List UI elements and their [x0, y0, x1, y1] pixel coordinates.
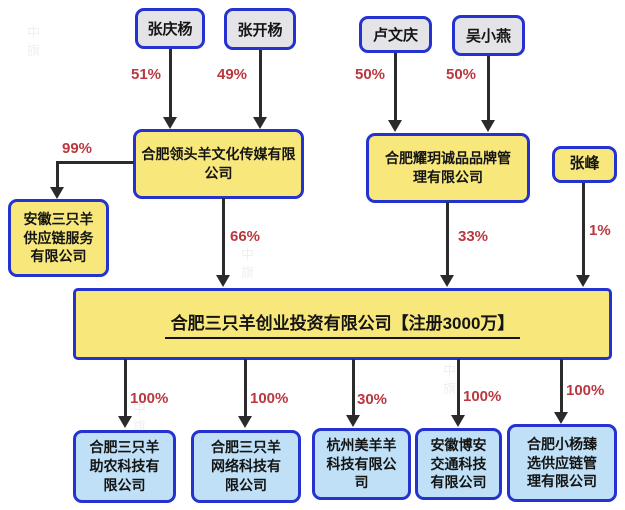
- ownership-pct: 100%: [250, 390, 289, 407]
- shareholder-node-2: 张开杨: [224, 8, 296, 50]
- arrow-line: [56, 161, 59, 189]
- shareholder-node-3: 卢文庆: [359, 16, 432, 53]
- shareholder-node-1: 张庆杨: [135, 8, 205, 49]
- company-name: 合肥耀玥诚品品牌管 理有限公司: [385, 150, 511, 185]
- main-company-name: 合肥三只羊创业投资有限公司【注册3000万】: [164, 309, 521, 339]
- ownership-pct: 99%: [62, 140, 93, 157]
- company-name: 合肥三只羊 助农科技有 限公司: [89, 439, 160, 493]
- arrow-line: [487, 56, 490, 121]
- company-node-anhui-sanzhiyang: 安徽三只羊 供应链服务 有限公司: [8, 199, 109, 277]
- company-node-lingtouyang: 合肥领头羊文化传媒有限 公司: [133, 129, 304, 199]
- company-node-yaoyuecheng: 合肥耀玥诚品品牌管 理有限公司: [366, 133, 530, 203]
- company-name: 合肥领头羊文化传媒有限 公司: [141, 146, 296, 181]
- arrow-head: [216, 275, 230, 287]
- ownership-pct: 1%: [589, 222, 611, 239]
- shareholder-node-5: 张峰: [552, 146, 617, 183]
- arrow-line: [394, 53, 397, 121]
- ownership-pct: 100%: [130, 390, 169, 407]
- ownership-pct: 50%: [355, 66, 386, 83]
- arrow-line: [259, 50, 262, 119]
- arrow-head: [238, 416, 252, 428]
- arrow-head: [163, 117, 177, 129]
- company-name: 安徽博安 交通科技 有限公司: [430, 436, 487, 491]
- arrow-head: [50, 187, 64, 199]
- ownership-pct: 33%: [458, 228, 489, 245]
- main-company-node: 合肥三只羊创业投资有限公司【注册3000万】: [73, 288, 612, 360]
- ownership-pct: 30%: [357, 391, 388, 408]
- watermark-text: 中旗: [26, 25, 40, 58]
- ownership-pct: 51%: [131, 66, 162, 83]
- arrow-head: [451, 415, 465, 427]
- ownership-pct: 50%: [446, 66, 477, 83]
- shareholder-name: 吴小燕: [465, 28, 511, 45]
- ownership-pct: 100%: [463, 388, 502, 405]
- shareholder-name: 张峰: [569, 155, 600, 173]
- connector-line: [56, 161, 134, 164]
- arrow-line: [560, 359, 563, 414]
- company-name: 杭州美羊羊 科技有限公 司: [326, 436, 397, 491]
- watermark-text: 中旗: [442, 363, 456, 396]
- shareholder-name: 张开杨: [237, 21, 283, 39]
- subsidiary-node-4: 安徽博安 交通科技 有限公司: [415, 428, 502, 500]
- arrow-line: [582, 183, 585, 276]
- subsidiary-node-1: 合肥三只羊 助农科技有 限公司: [73, 430, 176, 503]
- watermark-text: 中旗: [132, 401, 146, 434]
- arrow-head: [388, 120, 402, 132]
- arrow-line: [446, 202, 449, 276]
- ownership-pct: 66%: [230, 228, 261, 245]
- watermark-text: 中旗: [240, 247, 254, 280]
- arrow-head: [440, 275, 454, 287]
- subsidiary-node-3: 杭州美羊羊 科技有限公 司: [312, 428, 411, 500]
- subsidiary-node-5: 合肥小杨臻 选供应链管 理有限公司: [507, 424, 617, 502]
- arrow-head: [481, 120, 495, 132]
- shareholder-name: 张庆杨: [147, 21, 193, 38]
- shareholder-name: 卢文庆: [372, 27, 418, 44]
- arrow-head: [346, 415, 360, 427]
- arrow-line: [457, 359, 460, 416]
- ownership-pct: 49%: [217, 66, 248, 83]
- company-name: 合肥三只羊 网络科技有 限公司: [211, 439, 281, 493]
- arrow-line: [169, 49, 172, 119]
- company-name: 合肥小杨臻 选供应链管 理有限公司: [527, 435, 597, 490]
- arrow-head: [576, 275, 590, 287]
- company-name: 安徽三只羊 供应链服务 有限公司: [23, 210, 94, 265]
- arrow-line: [244, 359, 247, 417]
- arrow-line: [352, 359, 355, 416]
- arrow-line: [124, 359, 127, 417]
- arrow-head: [253, 117, 267, 129]
- arrow-head: [118, 416, 132, 428]
- arrow-line: [222, 198, 225, 276]
- ownership-pct: 100%: [566, 382, 605, 399]
- shareholder-node-4: 吴小燕: [452, 15, 525, 56]
- arrow-head: [554, 412, 568, 424]
- subsidiary-node-2: 合肥三只羊 网络科技有 限公司: [191, 430, 301, 503]
